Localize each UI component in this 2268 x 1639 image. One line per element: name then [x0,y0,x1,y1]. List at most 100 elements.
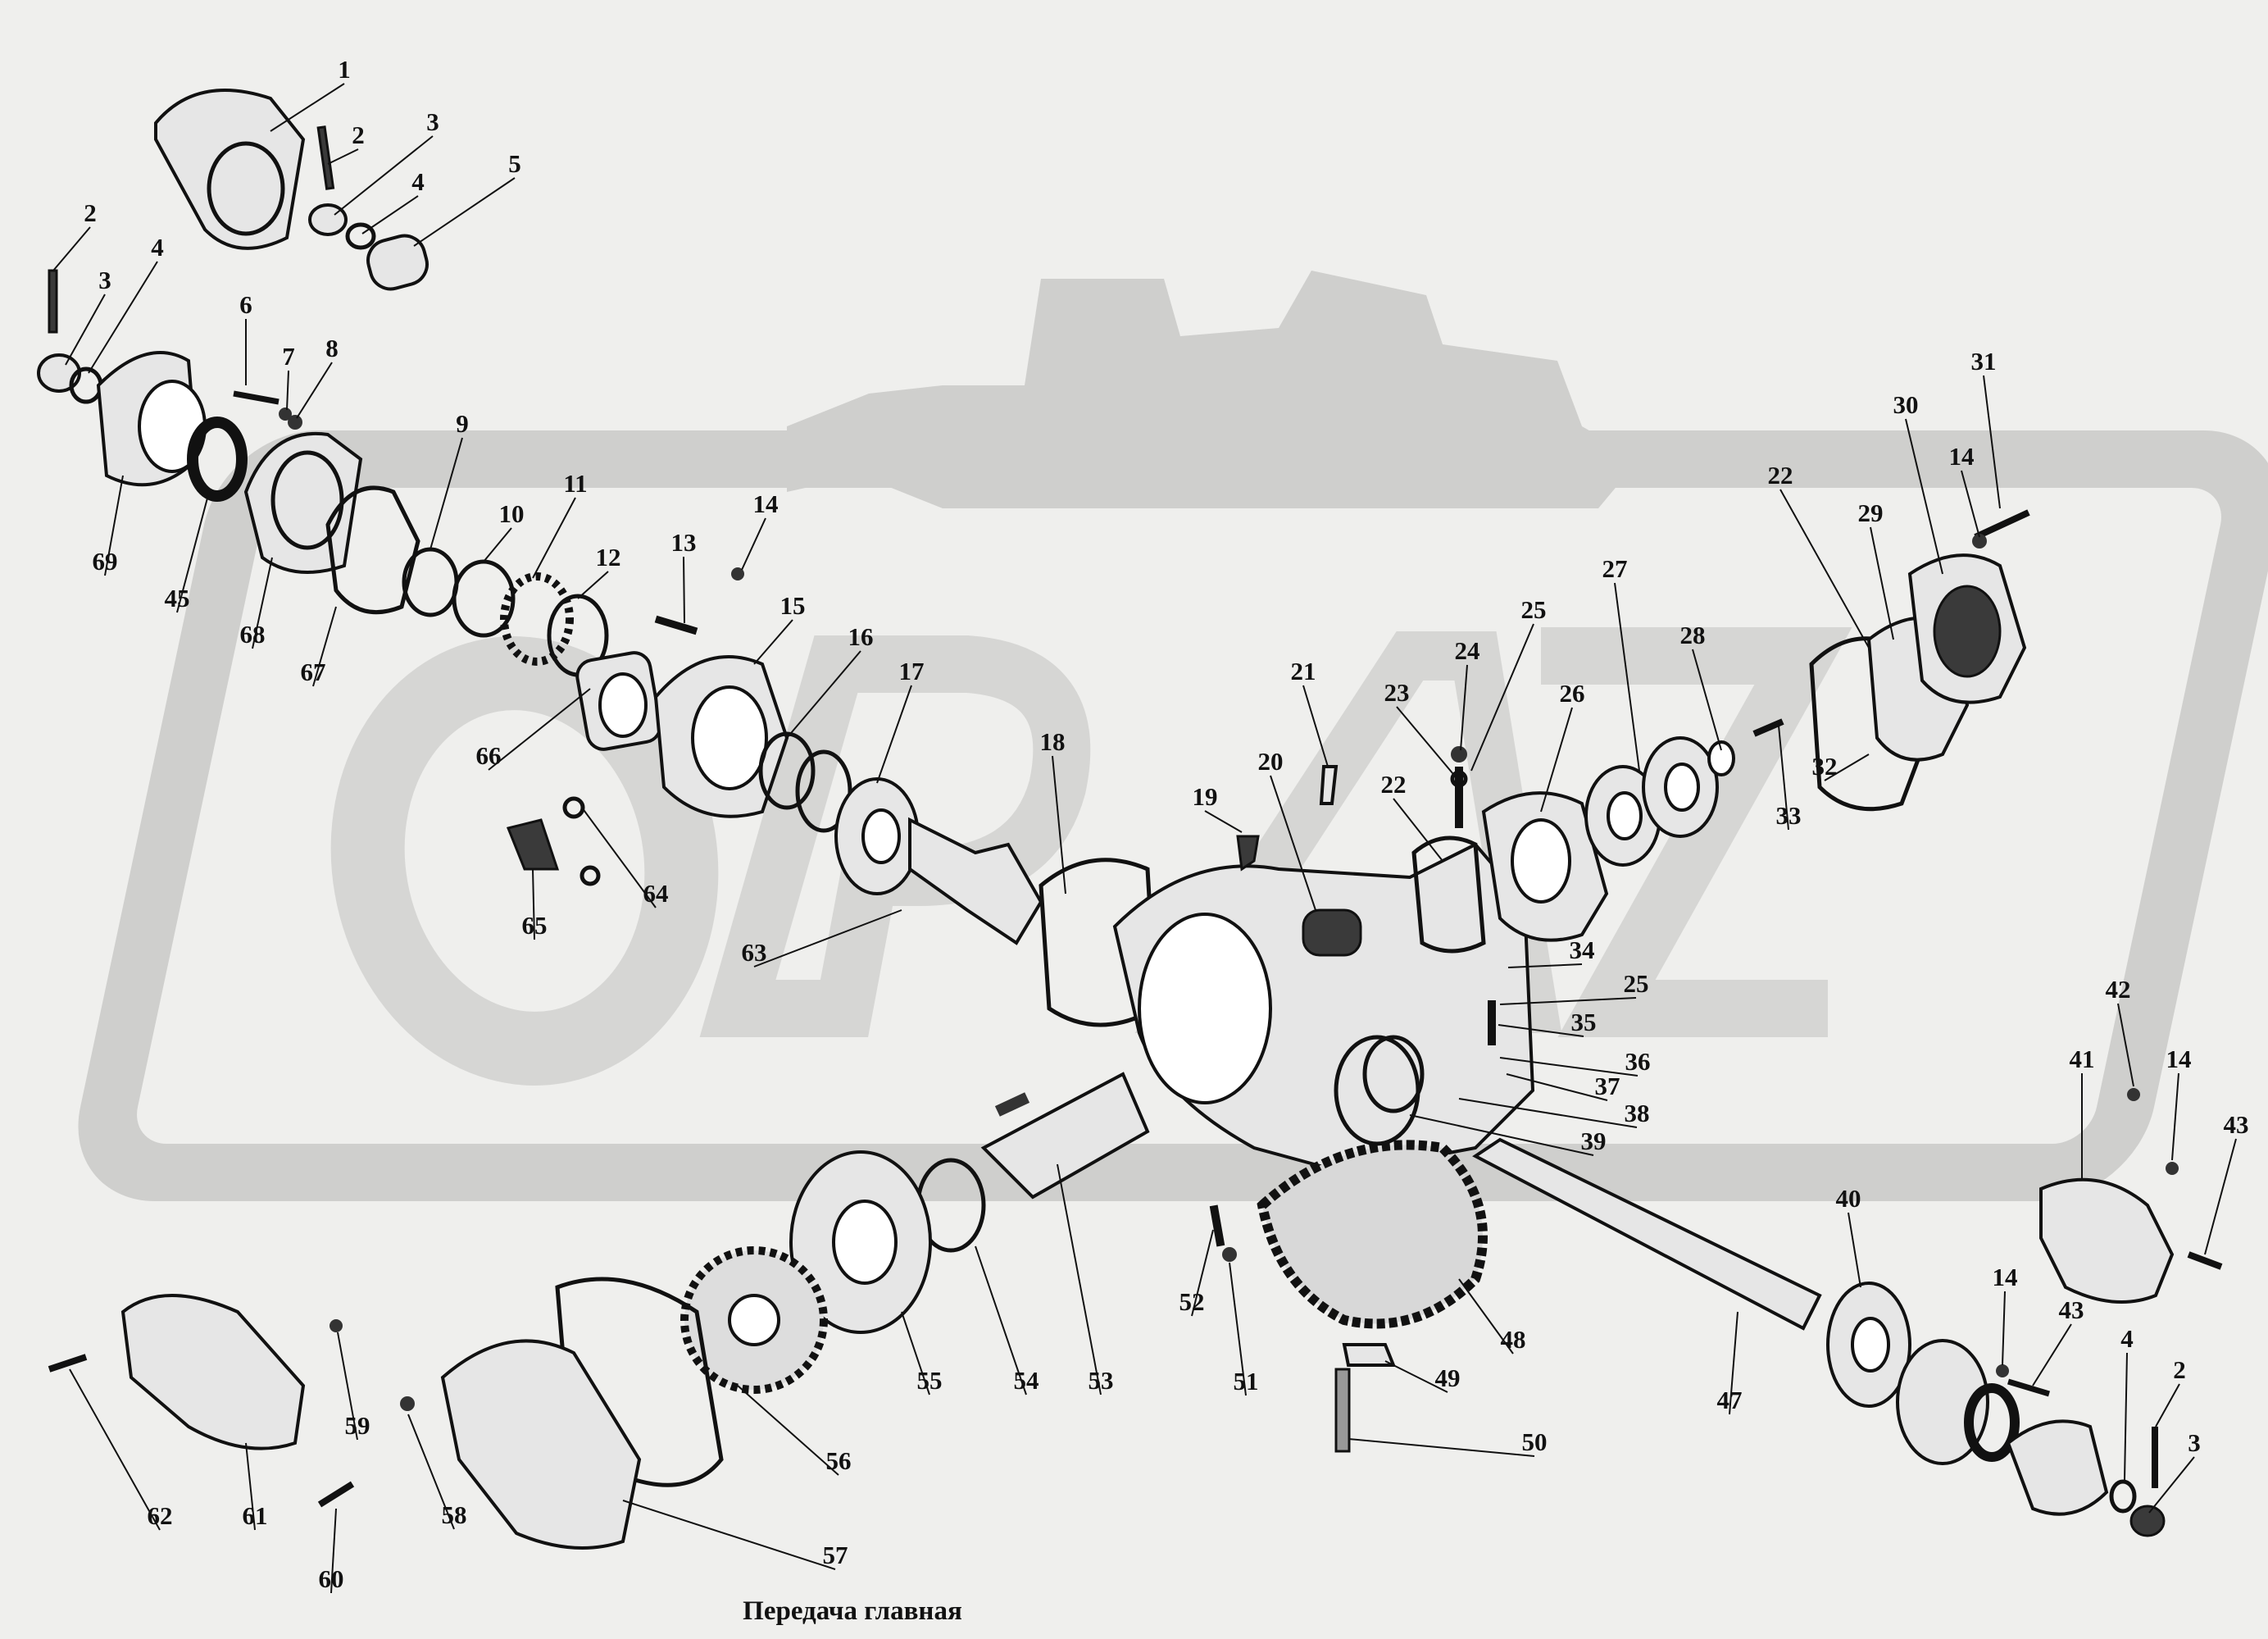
leader-line-51 [1229,1262,1247,1396]
callout-label-8: 8 [325,334,339,362]
leader-line-8 [296,362,333,419]
callout-label-66: 66 [476,741,502,770]
callout-label-17: 17 [899,657,925,685]
leader-line-2 [52,226,91,271]
part-pinion-18 [908,817,1043,945]
callout-label-45: 45 [165,584,190,612]
callout-label-40: 40 [1836,1184,1861,1213]
callout-label-33: 33 [1776,801,1802,830]
leader-line-26 [1540,707,1573,813]
part-ring-9 [402,547,459,617]
watermark-letter-o [330,636,719,1086]
callout-label-49: 49 [1435,1364,1461,1392]
callout-label-3: 3 [98,266,111,294]
callout-label-11: 11 [563,469,587,498]
callout-label-56: 56 [826,1446,852,1475]
callout-label-18: 18 [1040,727,1066,756]
part-breather-21 [1319,765,1339,805]
callout-label-69: 69 [93,547,118,576]
callout-label-14: 14 [1949,442,1975,471]
callout-label-55: 55 [917,1366,943,1395]
callout-label-22: 22 [1768,461,1793,489]
part-nut-14c [2166,1162,2179,1175]
part-pin-2c [2152,1427,2158,1488]
leader-line-43 [2204,1138,2237,1255]
callout-label-7: 7 [282,342,295,371]
callout-label-2: 2 [2173,1355,2186,1384]
leader-line-30 [1905,418,1943,575]
callout-label-41: 41 [2070,1045,2095,1073]
leader-line-66 [488,688,591,771]
callout-label-43: 43 [2059,1295,2084,1324]
leader-line-16 [786,650,861,739]
leader-line-18 [1052,755,1066,895]
leader-line-5 [413,177,516,247]
leader-line-32 [1824,753,1870,781]
callout-label-3: 3 [2188,1428,2201,1457]
callout-label-2: 2 [84,198,97,227]
part-seal-right [1964,1383,2020,1462]
callout-label-5: 5 [508,149,521,178]
part-nut-3c [2129,1505,2166,1537]
part-ring-11 [500,572,574,666]
part-sleeve-5 [366,234,429,291]
leader-line-4 [88,261,158,374]
part-cage-26-bore [1511,818,1571,904]
callout-label-68: 68 [240,620,266,649]
part-bolt-52 [1209,1204,1225,1247]
callout-label-47: 47 [1717,1386,1743,1414]
part-cover-61 [120,1294,306,1450]
part-ringgear-48 [1257,1140,1488,1329]
leader-line-1 [270,83,345,132]
callout-label-39: 39 [1581,1127,1607,1155]
leader-line-9 [430,437,463,550]
part-washer-7 [279,407,292,421]
leader-line-36 [1499,1057,1639,1077]
part-bearing-66-bore [598,672,648,738]
leader-line-52 [1191,1229,1214,1317]
leader-line-14 [2002,1291,2006,1366]
part-bolt-43a [2187,1251,2223,1270]
callout-label-51: 51 [1234,1367,1259,1395]
callout-label-1: 1 [338,55,351,84]
part-nut-14b [1972,534,1987,549]
part-nut-3b [37,353,81,393]
part-nut-51 [1222,1247,1237,1262]
part-gasket-67 [325,485,420,615]
callout-label-4: 4 [2120,1324,2134,1353]
part-cover-1 [154,89,306,250]
callout-label-26: 26 [1560,679,1585,708]
leader-line-3 [334,135,434,216]
part-bolt-50 [1334,1368,1351,1453]
diagram-caption: Передача главная [743,1596,962,1626]
leader-line-19 [1204,810,1243,833]
leader-line-21 [1302,685,1329,767]
callout-label-60: 60 [319,1564,344,1593]
part-housing-window [1302,908,1362,957]
callout-label-2: 2 [352,121,365,149]
leader-line-58 [407,1414,455,1530]
watermark-frame [78,430,2268,1201]
part-ring-38 [1362,1035,1425,1113]
leader-line-59 [337,1332,358,1441]
leader-line-40 [1848,1212,1861,1288]
callout-label-9: 9 [456,409,469,438]
part-bolt-43b [2007,1378,2051,1397]
callout-label-15: 15 [780,591,806,620]
callout-label-63: 63 [742,938,767,967]
leader-line-27 [1614,582,1640,772]
leader-line-7 [286,370,289,411]
leader-line-69 [104,475,124,576]
leader-line-22 [1393,798,1443,862]
callout-label-43: 43 [2224,1110,2249,1139]
callout-label-67: 67 [301,658,326,686]
part-washer-4c [2109,1479,2137,1514]
callout-label-38: 38 [1625,1099,1650,1127]
part-nut-24 [1451,746,1467,763]
callout-label-35: 35 [1571,1008,1597,1036]
callout-label-22: 22 [1381,770,1407,799]
part-nut-42 [2127,1088,2140,1101]
leader-line-49 [1384,1360,1448,1393]
